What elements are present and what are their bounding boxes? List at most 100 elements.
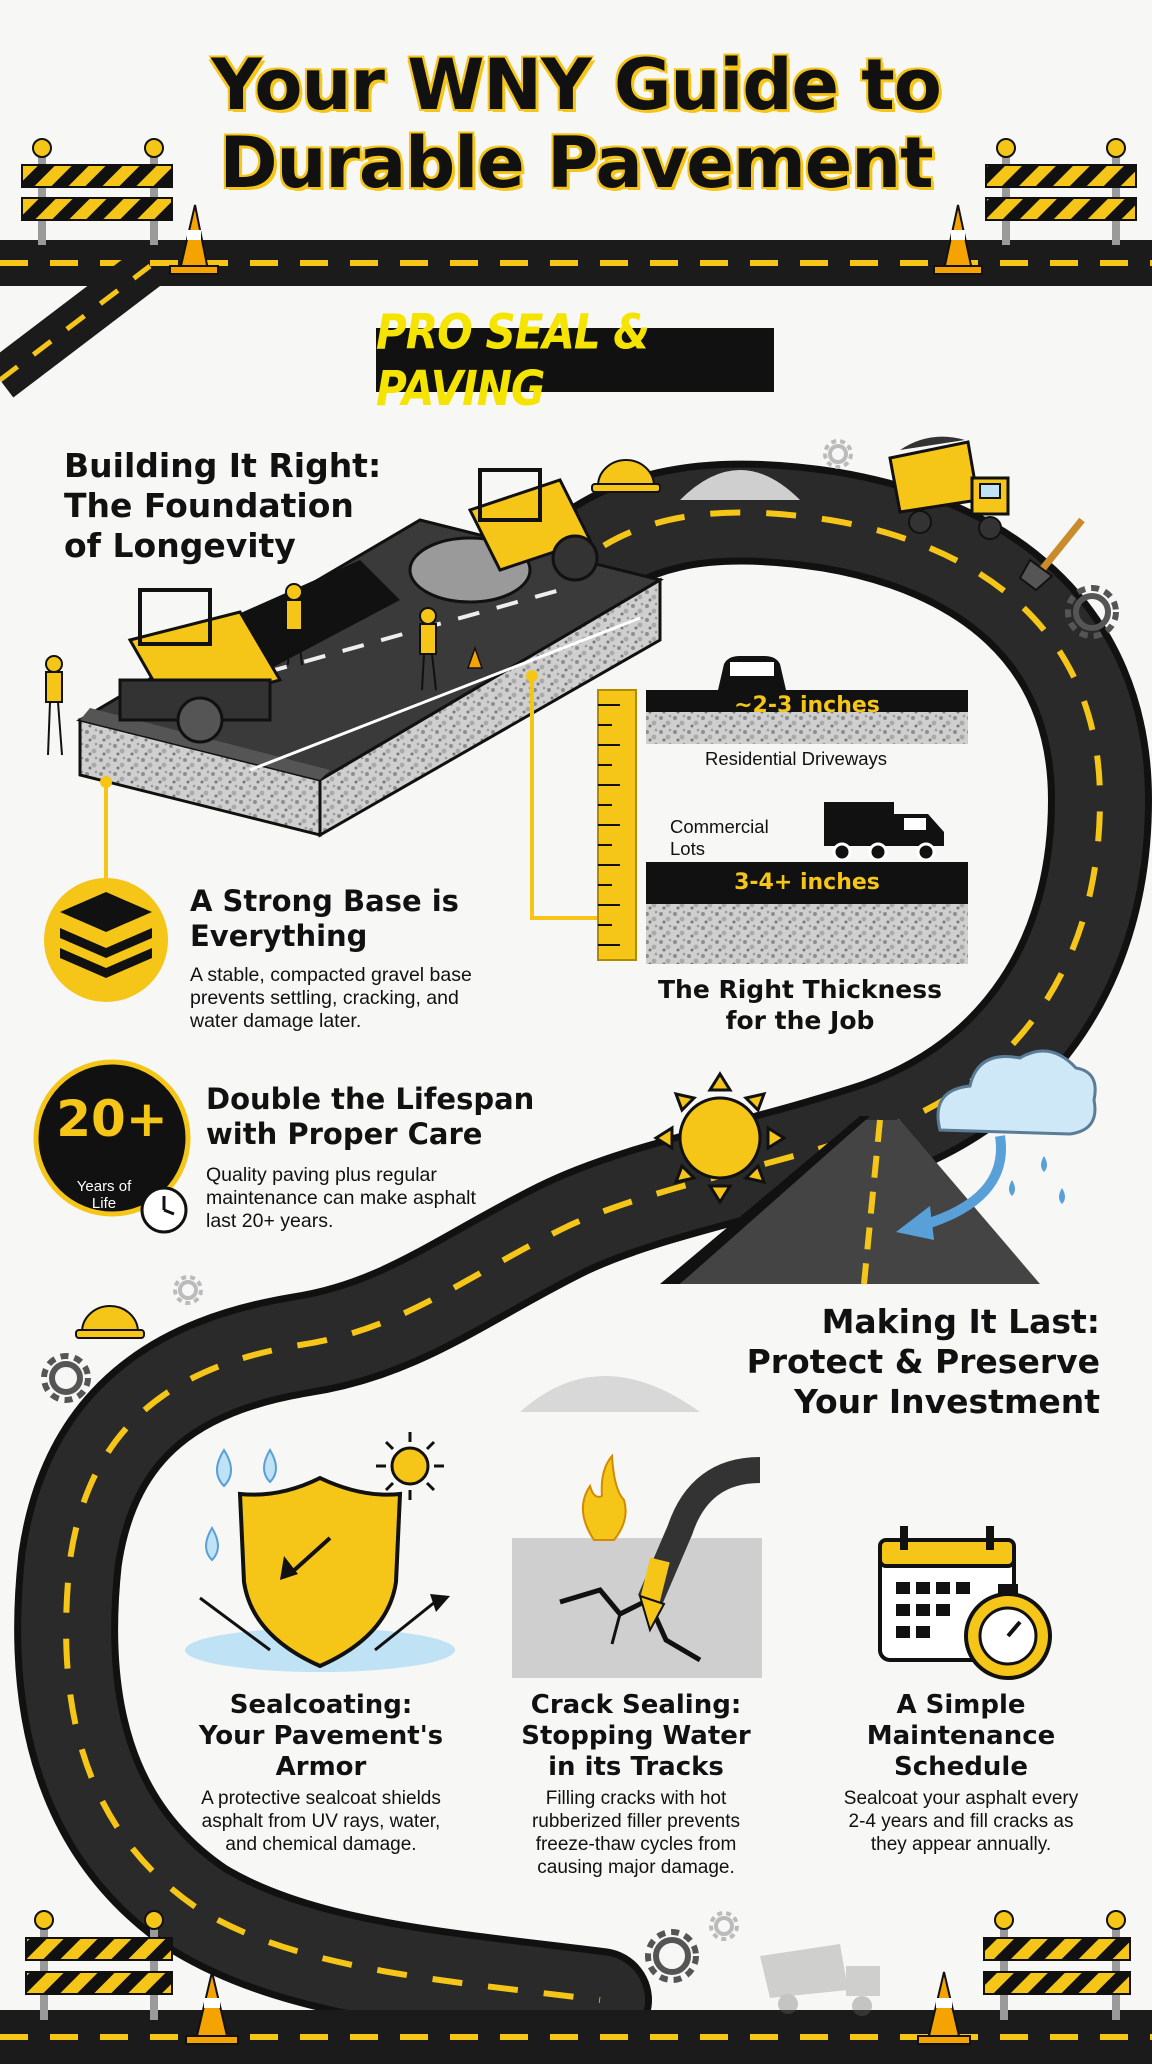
traffic-cone-icon xyxy=(169,204,219,275)
crack-sealing-body-line: causing major damage. xyxy=(537,1857,735,1878)
lifespan-title-line: Double the Lifespan xyxy=(206,1082,535,1116)
crack-sealing-body: Filling cracks with hot rubberized fille… xyxy=(496,1787,776,1879)
thickness-caption-line: for the Job xyxy=(725,1006,875,1035)
shield-icon xyxy=(185,1475,455,1672)
crack-sealing-body-line: freeze-thaw cycles from xyxy=(535,1834,737,1855)
barricade-icon xyxy=(983,1910,1131,2020)
sealcoating-body-line: A protective sealcoat shields xyxy=(201,1788,441,1809)
lifespan-badge-value: 20+ xyxy=(56,1090,168,1148)
commercial-label-line: Commercial xyxy=(670,816,769,837)
crack-sealing-body-line: rubberized filler prevents xyxy=(531,1811,741,1832)
brand-logo: PRO SEAL & PAVING xyxy=(376,304,774,416)
gear-icon xyxy=(1065,585,1119,639)
maintenance-body-line: they appear annually. xyxy=(870,1834,1052,1855)
maintenance-title-line: Maintenance xyxy=(866,1721,1056,1751)
bottom-road xyxy=(0,2010,1152,2064)
winding-road xyxy=(14,460,1152,2052)
hard-hat-icon xyxy=(591,459,661,493)
ruler-icon xyxy=(597,689,637,961)
barricade-icon xyxy=(25,1910,173,2020)
maintenance-body-line: 2-4 years and fill cracks as xyxy=(848,1811,1074,1832)
residential-thickness-value: ~2-3 inches xyxy=(734,693,880,718)
base-body-line: A stable, compacted gravel base xyxy=(190,964,472,986)
lifespan-badge-caption: Years of Life xyxy=(56,1178,152,1212)
lifespan-badge xyxy=(33,1059,191,1217)
thickness-caption: The Right Thickness for the Job xyxy=(620,974,980,1036)
lifespan-badge-line: Years of xyxy=(76,1178,132,1195)
barricade-icon xyxy=(985,138,1137,245)
sun-icon xyxy=(376,1432,444,1500)
commercial-thickness-value: 3-4+ inches xyxy=(734,870,880,895)
sun-icon xyxy=(653,1071,787,1205)
lifespan-body-line: maintenance can make asphalt xyxy=(206,1187,476,1209)
lifespan-body-line: Quality paving plus regular xyxy=(206,1164,437,1186)
sealant-nozzle-icon xyxy=(638,1457,761,1633)
gear-icon xyxy=(823,439,853,469)
gear-icon xyxy=(709,1911,739,1941)
lifespan-title: Double the Lifespan with Proper Care xyxy=(206,1082,534,1152)
barricade-icon xyxy=(21,138,173,245)
hard-hat-icon xyxy=(75,1305,145,1339)
making-it-last-heading: Making It Last: Protect & Preserve Your … xyxy=(690,1302,1100,1422)
maintenance-title: A Simple Maintenance Schedule xyxy=(814,1690,1108,1783)
perspective-road xyxy=(660,1116,1040,1285)
title-line-1: Your WNY Guide to xyxy=(211,44,942,126)
crack-sealing-title-line: in its Tracks xyxy=(548,1752,724,1782)
traffic-cone-icon xyxy=(933,204,983,275)
crack-sealing-title-line: Crack Sealing: xyxy=(530,1690,742,1720)
making-it-last-line: Protect & Preserve xyxy=(746,1342,1100,1381)
residential-label: Residential Driveways xyxy=(705,748,887,769)
sealcoating-body-line: and chemical damage. xyxy=(225,1834,417,1855)
truck-icon xyxy=(824,802,944,862)
maintenance-title-line: A Simple xyxy=(896,1690,1026,1720)
maintenance-body: Sealcoat your asphalt every 2-4 years an… xyxy=(814,1787,1108,1856)
title-line-2: Durable Pavement xyxy=(219,122,933,204)
crack-sealing-title-line: Stopping Water xyxy=(521,1721,751,1751)
sealcoating-title-line: Armor xyxy=(275,1752,367,1782)
page-title: Your WNY Guide to Durable Pavement xyxy=(0,46,1152,202)
dump-truck-icon xyxy=(760,1944,880,2016)
making-it-last-line: Making It Last: xyxy=(821,1302,1100,1341)
stopwatch-icon xyxy=(964,1584,1052,1680)
commercial-label: Commercial Lots xyxy=(670,816,769,860)
gear-icon xyxy=(41,1353,91,1403)
car-icon xyxy=(718,656,786,690)
crack-sealing-body-line: Filling cracks with hot xyxy=(545,1788,727,1809)
maintenance-title-line: Schedule xyxy=(894,1752,1028,1782)
gear-icon xyxy=(173,1275,203,1305)
lifespan-title-line: with Proper Care xyxy=(206,1117,483,1151)
base-title-line: Everything xyxy=(190,919,368,953)
crack-sealing-column: Crack Sealing: Stopping Water in its Tra… xyxy=(496,1690,776,1879)
layers-icon xyxy=(44,878,168,1002)
maintenance-column: A Simple Maintenance Schedule Sealcoat y… xyxy=(814,1690,1108,1856)
lifespan-body: Quality paving plus regular maintenance … xyxy=(206,1164,476,1233)
building-heading: Building It Right: The Foundation of Lon… xyxy=(64,446,381,566)
rain-cloud-icon xyxy=(896,1049,1097,1240)
sealcoating-body-line: asphalt from UV rays, water, xyxy=(201,1811,441,1832)
flame-icon xyxy=(582,1453,627,1541)
making-it-last-line: Your Investment xyxy=(794,1382,1100,1421)
commercial-label-line: Lots xyxy=(670,838,705,859)
crack-sealing-title: Crack Sealing: Stopping Water in its Tra… xyxy=(496,1690,776,1783)
base-body-line: water damage later. xyxy=(190,1010,362,1032)
sealcoating-title-line: Sealcoating: xyxy=(229,1690,413,1720)
paving-scene-icon xyxy=(45,468,664,838)
cracked-pavement-icon xyxy=(512,1538,762,1678)
base-body-line: prevents settling, cracking, and xyxy=(190,987,459,1009)
water-drop-icon xyxy=(205,1448,277,1562)
sealcoating-title-line: Your Pavement's xyxy=(198,1721,444,1751)
base-body: A stable, compacted gravel base prevents… xyxy=(190,964,472,1033)
dump-truck-icon xyxy=(888,436,1010,540)
building-heading-line: of Longevity xyxy=(64,526,296,565)
clock-icon xyxy=(140,1186,188,1234)
base-title-line: A Strong Base is xyxy=(190,884,459,918)
lifespan-badge-line: Life xyxy=(91,1195,117,1212)
gear-icon xyxy=(645,1929,699,1983)
traffic-cone-icon xyxy=(917,1971,971,2045)
building-heading-line: The Foundation xyxy=(64,486,354,525)
traffic-cone-icon xyxy=(185,1971,239,2045)
lifespan-body-line: last 20+ years. xyxy=(206,1210,334,1232)
sealcoating-body: A protective sealcoat shields asphalt fr… xyxy=(176,1787,466,1856)
base-title: A Strong Base is Everything xyxy=(190,884,459,954)
brand-name: PRO SEAL & PAVING xyxy=(376,303,650,417)
